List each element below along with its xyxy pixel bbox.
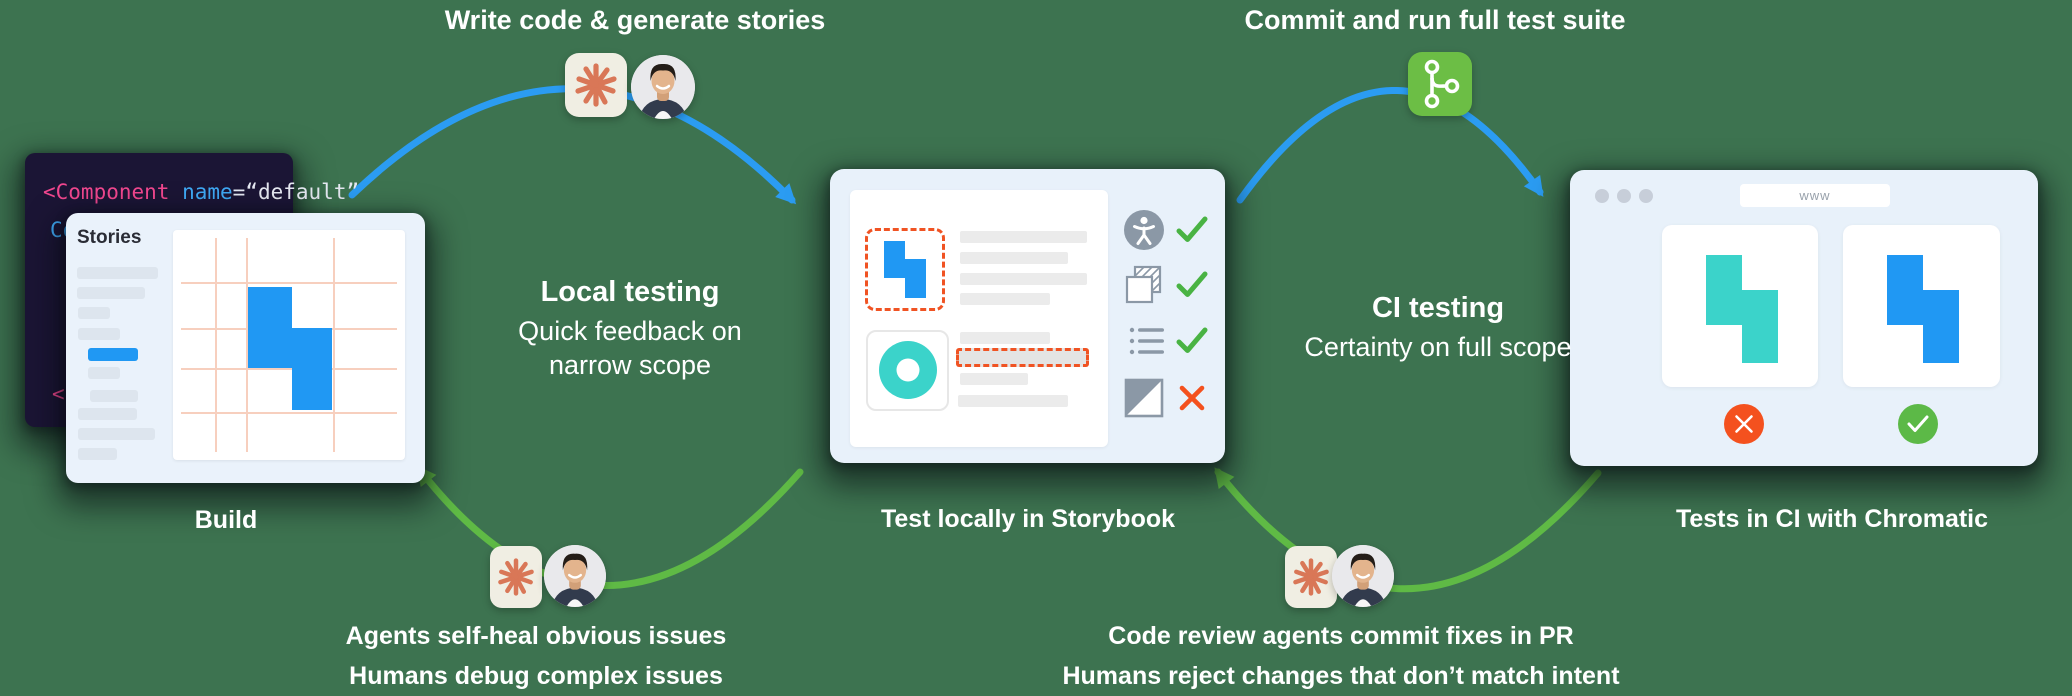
fail-badge <box>1724 404 1764 444</box>
developer-avatar <box>544 545 606 607</box>
grid-line <box>181 368 397 370</box>
copies-icon <box>1125 265 1162 304</box>
story-list-item <box>77 267 158 279</box>
story-list-item <box>78 408 137 420</box>
arc-code-review <box>1214 467 1602 593</box>
traffic-light-dot <box>1617 189 1631 203</box>
check-icon <box>1176 327 1208 353</box>
claude-starburst-icon <box>575 63 617 107</box>
ci-cycle-bottom-line1: Code review agents commit fixes in PR <box>1108 622 1574 650</box>
chromatic-browser-window: www <box>1570 170 2038 466</box>
donut-shape-teal <box>879 341 937 399</box>
ci-cycle-subtitle: Certainty on full scope <box>1304 332 1572 362</box>
grid-line <box>181 412 397 414</box>
arc-commit <box>1236 87 1544 204</box>
component-shape-blue-small <box>884 241 926 298</box>
local-cycle-top-label: Write code & generate stories <box>444 5 826 35</box>
list-icon <box>1129 327 1164 355</box>
grid-line <box>333 238 335 452</box>
traffic-light-dot <box>1639 189 1653 203</box>
accessibility-icon <box>1124 210 1164 250</box>
chromatic-label: Tests in CI with Chromatic <box>1675 505 1989 533</box>
contrast-icon <box>1124 378 1164 418</box>
stories-window: Stories <box>66 213 425 483</box>
story-list-item <box>77 287 145 299</box>
code-tag: <Component <box>43 180 170 204</box>
ci-cycle-bottom-line2: Humans reject changes that don’t match i… <box>1062 662 1620 690</box>
doc-text-line <box>960 373 1028 385</box>
code-attr: name <box>169 180 233 204</box>
browser-url-bar: www <box>1740 184 1890 207</box>
claude-agent-chip <box>490 546 542 608</box>
local-cycle-subtitle: Quick feedback on narrow scope <box>518 316 742 380</box>
storybook-window <box>830 169 1225 463</box>
changed-text-highlight <box>956 348 1089 367</box>
story-list-item <box>78 448 117 460</box>
local-cycle-bottom-line1: Agents self-heal obvious issues <box>345 622 727 650</box>
grid-line <box>246 238 248 452</box>
doc-text-line <box>958 395 1068 407</box>
x-icon <box>1179 385 1205 411</box>
grid-line <box>215 238 217 452</box>
story-list-item <box>88 367 120 379</box>
check-icon <box>1907 415 1929 432</box>
local-cycle-bottom-line2: Humans debug complex issues <box>349 662 723 690</box>
code-value: “default” <box>245 180 360 204</box>
check-icon <box>1176 271 1208 297</box>
claude-starburst-icon <box>498 558 534 596</box>
story-list-item <box>78 428 155 440</box>
claude-agent-chip <box>1285 546 1337 608</box>
code-equals: = <box>232 180 246 204</box>
grid-line <box>181 282 397 284</box>
snapshot-card-baseline <box>1662 225 1818 387</box>
snapshot-card-new <box>1843 225 2000 387</box>
story-canvas <box>173 230 405 460</box>
story-list-item <box>90 390 138 402</box>
story-thumbnail-card <box>866 330 949 411</box>
code-line-1: <Component name=“default” <box>43 180 359 204</box>
doc-text-line <box>960 273 1087 285</box>
selected-story-highlight <box>865 228 945 311</box>
ci-cycle-title: CI testing <box>1371 292 1505 324</box>
story-list-item <box>78 328 120 340</box>
git-commit-chip <box>1408 52 1472 116</box>
build-label: Build <box>194 506 258 534</box>
claude-starburst-icon <box>1293 558 1329 596</box>
traffic-light-dot <box>1595 189 1609 203</box>
developer-avatar <box>631 55 695 119</box>
component-shape-teal <box>1706 255 1778 363</box>
component-shape-blue <box>1887 255 1959 363</box>
component-shape-blue <box>248 287 332 410</box>
storybook-label: Test locally in Storybook <box>880 505 1176 533</box>
doc-text-line <box>960 293 1050 305</box>
developer-avatar <box>1332 545 1394 607</box>
stories-panel-title: Stories <box>77 227 142 248</box>
doc-text-line <box>960 332 1050 344</box>
local-cycle-title: Local testing <box>540 276 720 308</box>
pass-badge <box>1898 404 1938 444</box>
doc-text-line <box>960 231 1087 243</box>
story-list-item-selected <box>88 348 138 361</box>
arc-self-heal <box>416 465 804 589</box>
story-list-item <box>78 307 110 319</box>
doc-text-line <box>960 252 1068 264</box>
claude-agent-chip <box>565 53 627 117</box>
code-line-3-fragment: < <box>52 382 65 406</box>
git-branch-icon <box>1424 59 1460 109</box>
ci-cycle-top-label: Commit and run full test suite <box>1244 5 1626 35</box>
storybook-docs-panel <box>850 190 1108 447</box>
check-icon <box>1176 216 1208 242</box>
x-icon <box>1735 415 1753 433</box>
